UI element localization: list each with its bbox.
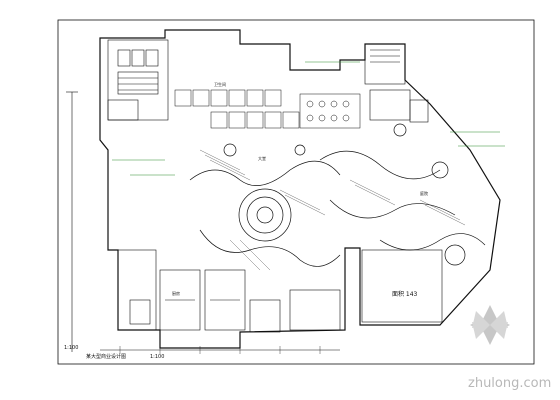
kitchen-label: 厨房 (172, 290, 180, 296)
central-garden (189, 123, 486, 267)
drawing-scale: 1:100 (150, 354, 164, 360)
toilet-label: 卫生间 (214, 81, 226, 87)
detail-hatching (199, 149, 466, 271)
drawing-title: 某大型商业设计图 (86, 353, 126, 360)
dining-table-grid (299, 93, 361, 129)
stair-block-top-left (107, 39, 169, 121)
leader-lines-green (112, 61, 505, 176)
watermark-logo (470, 305, 510, 345)
toilet-rows (174, 89, 300, 129)
rooms-top-right (364, 43, 429, 123)
drawing-frame (57, 19, 535, 365)
watermark-text: zhulong.com (468, 376, 551, 391)
rooms-lower-left (117, 249, 341, 333)
area-note: 面积 143 (392, 290, 418, 298)
garden-label: 庭院 (420, 190, 428, 196)
open-zone-143 (361, 249, 443, 323)
left-scale-label: 1:100 (64, 345, 78, 351)
lobby-label: 大堂 (258, 155, 266, 161)
